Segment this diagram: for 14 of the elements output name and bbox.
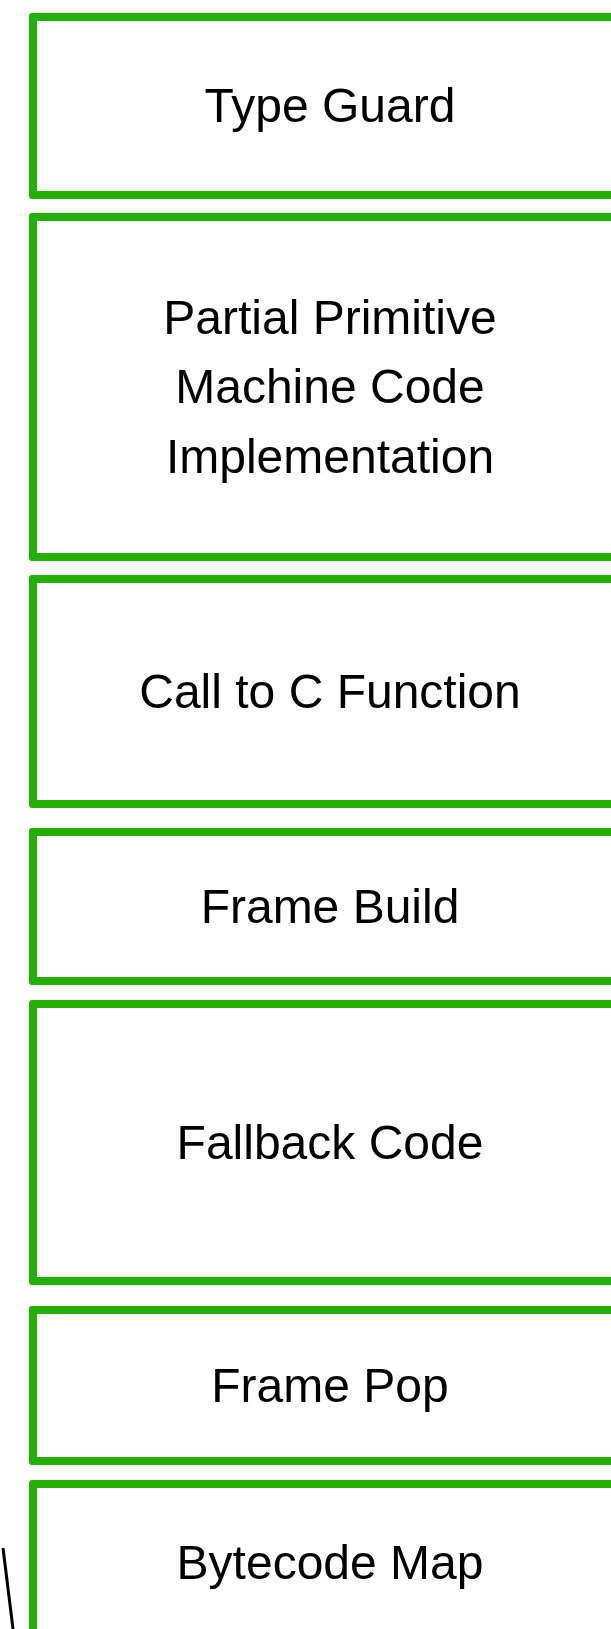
process-box: [29, 1306, 611, 1465]
box-label: Fallback Code: [175, 1114, 485, 1171]
box-label: Type Guard: [203, 78, 457, 135]
process-box: [29, 1480, 611, 1629]
process-box: [29, 213, 611, 561]
process-box: [29, 828, 611, 985]
process-box: [29, 13, 611, 199]
box-label: Call to C Function: [138, 663, 522, 720]
box-label: Frame Build: [199, 878, 461, 935]
process-box: [29, 1000, 611, 1285]
process-box: [29, 575, 611, 808]
box-label: Partial Primitive Machine Code Implementation: [162, 289, 498, 485]
box-label: Frame Pop: [210, 1357, 450, 1414]
box-label: Bytecode Map: [175, 1534, 485, 1591]
